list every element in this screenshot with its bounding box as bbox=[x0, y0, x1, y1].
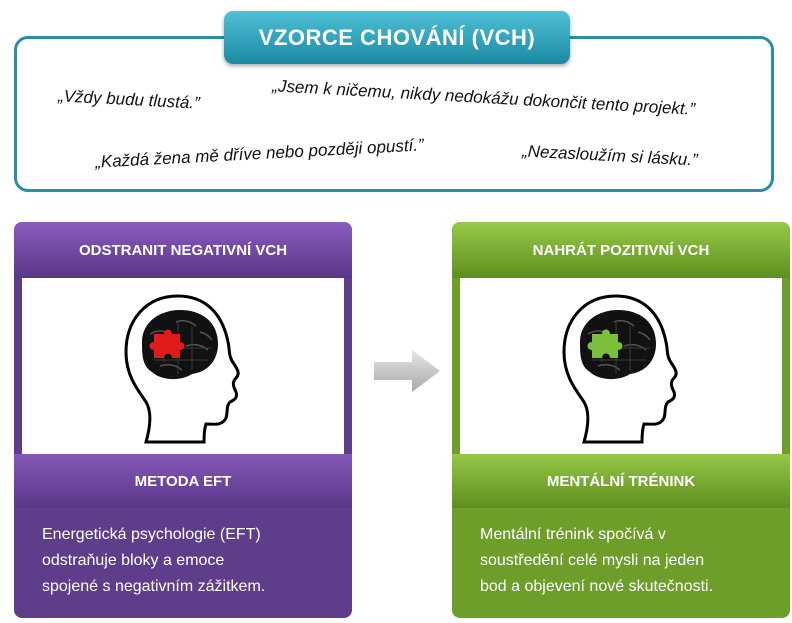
upload-positive-panel: NAHRÁT POZITIVNÍ VCH MENTÁLNÍ TRÉNINK Me… bbox=[452, 222, 790, 618]
eft-method-description: Energetická psychologie (EFT) odstraňuje… bbox=[42, 522, 332, 600]
description-line: spojené s negativním zážitkem. bbox=[42, 578, 266, 595]
remove-negative-image-area bbox=[22, 278, 344, 454]
upload-positive-header: NAHRÁT POZITIVNÍ VCH bbox=[452, 222, 790, 278]
mental-training-header: MENTÁLNÍ TRÉNINK bbox=[452, 454, 790, 508]
eft-method-header: METODA EFT bbox=[14, 454, 352, 508]
remove-negative-header: ODSTRANIT NEGATIVNÍ VCH bbox=[14, 222, 352, 278]
puzzle-piece-icon bbox=[149, 329, 185, 358]
description-line: bod a objevení nové skutečnosti. bbox=[480, 578, 714, 595]
remove-negative-panel: ODSTRANIT NEGATIVNÍ VCH METODA EFT Energ… bbox=[14, 222, 352, 618]
description-line: odstraňuje bloky a emoce bbox=[42, 552, 225, 569]
mental-training-description: Mentální trénink spočívá v soustředění c… bbox=[480, 522, 770, 600]
head-silhouette-icon bbox=[562, 294, 678, 444]
head-silhouette-icon bbox=[124, 294, 240, 444]
description-line: soustředění celé mysli na jeden bbox=[480, 552, 705, 569]
upload-positive-image-area bbox=[460, 278, 782, 454]
arrow-right-icon bbox=[374, 350, 440, 392]
description-line: Mentální trénink spočívá v bbox=[480, 526, 666, 543]
patterns-title: VZORCE CHOVÁNÍ (VCH) bbox=[224, 11, 570, 64]
puzzle-piece-icon bbox=[587, 329, 623, 358]
description-line: Energetická psychologie (EFT) bbox=[42, 526, 261, 543]
